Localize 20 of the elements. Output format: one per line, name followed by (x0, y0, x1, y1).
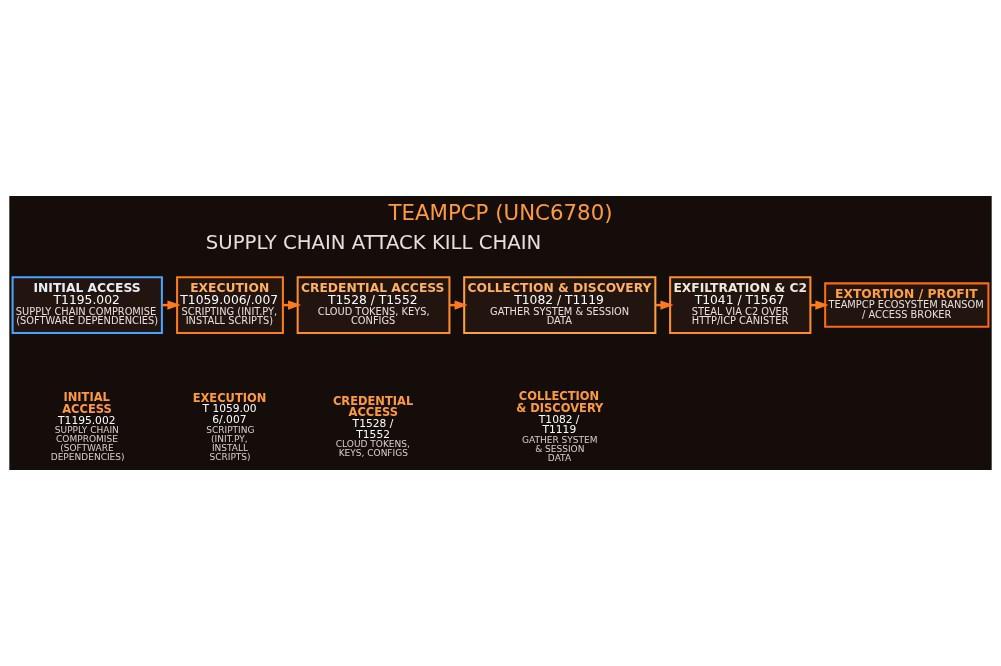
label: SUPPLY CHAIN ATTACK KILL CHAIN (205, 231, 542, 255)
node-box: COLLECTION & DISCOVERY T1082 / T1119 GATHER SYSTEM & SESSION DATA (463, 276, 657, 335)
label: SCRIPTING (INIT.PY, INSTALL SCRIPTS) (206, 424, 255, 462)
node-box: CREDENTIAL ACCESS T1528 / T1552 CLOUD TOKENS, KEYS, CONFIGS (296, 276, 451, 335)
diagram-title: TEAMPCP (UNC6780) (388, 199, 613, 225)
label: T1195.002 (58, 413, 116, 427)
node-box: EXECUTION T1059.006/.007 SCRIPTING (INIT.PY, INSTALL SCRIPTS) (176, 276, 284, 335)
label: T 1059.006/.007 (202, 402, 257, 427)
node-box: EXTORTION / PROFIT TEAMPCP ECOSYSTEM RANSOM / ACCESS BROKER (824, 282, 990, 328)
label: CLOUD TOKENS, KEYS, CONFIGS (335, 439, 410, 459)
label: INITIAL ACCESS (62, 390, 112, 416)
label: T1082 / T1119 (538, 412, 580, 437)
node-box: INITIAL ACCESS T1195.002 SUPPLY CHAIN COMPROMISE (SOFTWARE DEPENDENCIES) (11, 276, 163, 335)
label: GATHER SYSTEM & SESSION DATA (522, 434, 598, 463)
node-box: EXFILTRATION & C2 T1041 / T1567 STEAL VIA C2 OVER HTTP/ICP CANISTER (669, 276, 812, 335)
label: EXECUTION (192, 390, 267, 405)
label: CREDENTIAL ACCESS (332, 393, 414, 420)
label: COLLECTION & DISCOVERY (516, 389, 604, 415)
label: T1528 / T1552 (352, 417, 394, 441)
label: SUPPLY CHAIN COMPROMISE (SOFTWARE DEPENDENCIES) (50, 424, 125, 462)
